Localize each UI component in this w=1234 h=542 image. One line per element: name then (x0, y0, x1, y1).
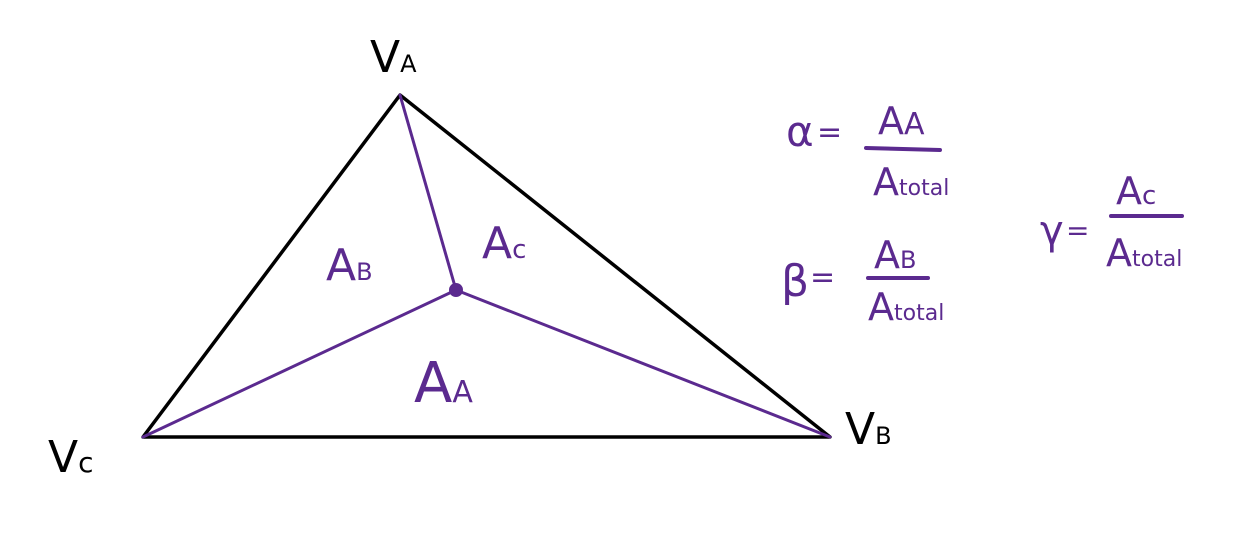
gamma-numerator-sub: c (1142, 181, 1156, 211)
gamma-symbol: γ (1040, 208, 1064, 254)
gamma-denominator: Atotal (1106, 231, 1182, 275)
vertex-label-a: VA (370, 32, 417, 83)
alpha-equals: = (817, 115, 842, 150)
vertex-label-a-main: V (370, 32, 400, 83)
line-to-va (398, 93, 458, 292)
region-label-b: AB (326, 240, 373, 291)
beta-symbol: β (781, 256, 809, 307)
gamma-numerator: Ac (1116, 169, 1156, 213)
vertex-label-c: Vc (48, 432, 94, 483)
alpha-numerator-sub: A (904, 107, 925, 142)
alpha-numerator: AA (878, 99, 925, 143)
beta-numerator: AB (874, 233, 916, 277)
region-label-c: Ac (482, 218, 526, 269)
region-label-a-sub: A (452, 375, 473, 410)
beta-numerator-main: A (874, 233, 900, 277)
region-label-c-main: A (482, 218, 512, 269)
alpha-numerator-main: A (878, 99, 904, 143)
vertex-label-b-sub: B (875, 422, 891, 450)
region-label-c-sub: c (512, 235, 526, 265)
alpha-symbol: α (786, 107, 814, 156)
interior-point (449, 283, 463, 297)
alpha-fraction-bar (864, 146, 942, 152)
beta-denominator-main: A (868, 285, 894, 329)
subdivision-lines (141, 93, 832, 439)
line-to-vc (141, 288, 458, 439)
region-label-a: AA (414, 351, 473, 416)
region-label-b-sub: B (356, 258, 372, 286)
beta-denominator-sub: total (894, 301, 944, 326)
vertex-label-b-main: V (845, 404, 875, 455)
outer-triangle (141, 93, 832, 439)
vertex-label-c-sub: c (78, 446, 93, 479)
vertex-label-b: VB (845, 404, 892, 455)
alpha-denominator-main: A (873, 160, 899, 204)
gamma-denominator-sub: total (1132, 247, 1182, 272)
gamma-formula: γ = Ac Atotal (1040, 169, 1184, 275)
alpha-denominator: Atotal (873, 160, 949, 204)
region-label-a-main: A (414, 351, 452, 416)
gamma-numerator-main: A (1116, 169, 1142, 213)
beta-denominator: Atotal (868, 285, 944, 329)
beta-equals: = (810, 260, 835, 295)
beta-formula: β = AB Atotal (781, 233, 944, 329)
alpha-formula: α = AA Atotal (786, 99, 949, 204)
vertex-label-c-main: V (48, 432, 78, 483)
line-to-vb (454, 288, 832, 439)
beta-numerator-sub: B (900, 246, 916, 274)
gamma-equals: = (1066, 214, 1089, 247)
vertex-label-a-sub: A (400, 50, 417, 78)
alpha-denominator-sub: total (899, 176, 949, 201)
region-label-b-main: A (326, 240, 356, 291)
gamma-denominator-main: A (1106, 231, 1132, 275)
